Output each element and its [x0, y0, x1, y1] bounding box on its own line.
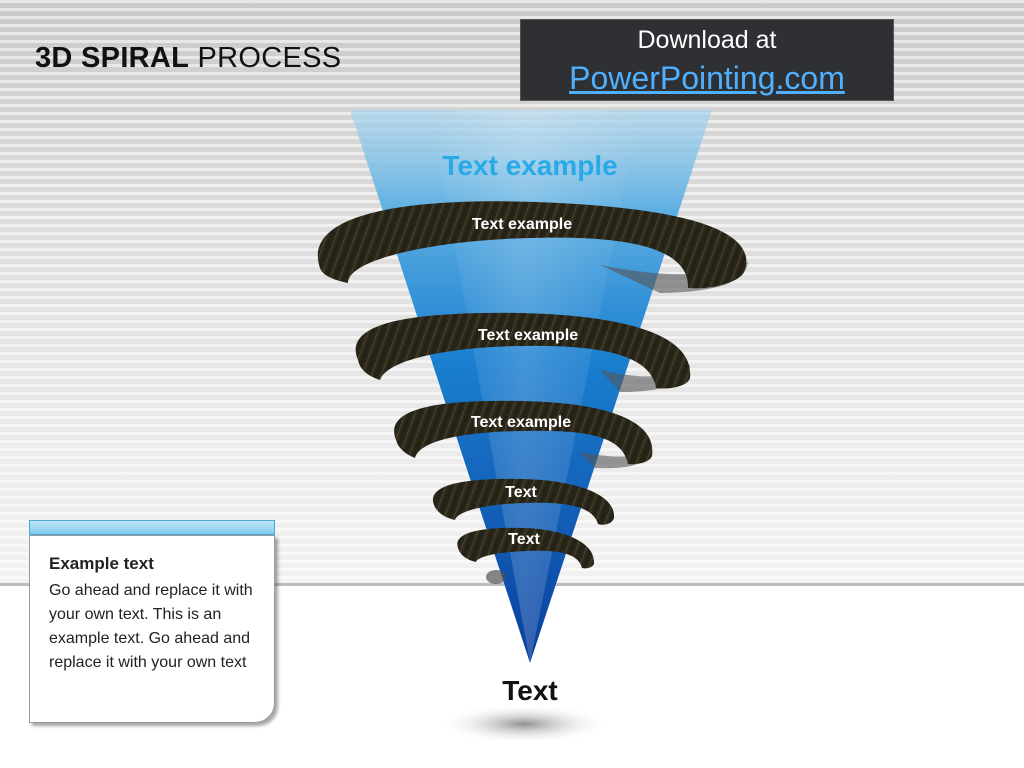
funnel-cone-shine: [430, 110, 640, 663]
floor-shadow: [438, 704, 610, 744]
slide-title-bold: 3D SPIRAL: [35, 42, 190, 74]
slide-title: 3D SPIRAL PROCESS: [35, 42, 341, 75]
band-label-2: Text example: [477, 327, 579, 344]
funnel-bottom-label: Text: [502, 675, 558, 706]
spiral-tip-shadow: [486, 570, 506, 584]
spiral-band-3: [394, 400, 653, 465]
example-text-box: Example text Go ahead and replace it wit…: [29, 520, 275, 723]
band-label-3: Text example: [470, 414, 572, 431]
slide-title-rest: PROCESS: [189, 42, 342, 74]
example-text-box-header: [29, 520, 275, 535]
spiral-band-4: [432, 478, 615, 525]
spiral-band-1: [317, 201, 747, 289]
example-text-title: Example text: [49, 554, 154, 573]
download-text: Download at: [637, 26, 777, 54]
spiral-band-5: [457, 527, 595, 569]
band-label-5: Text: [508, 531, 540, 548]
band-label-1: Text example: [471, 216, 573, 233]
download-link[interactable]: PowerPointing.com: [569, 60, 845, 96]
download-banner: Download at PowerPointing.com: [520, 19, 894, 101]
example-text-body: Go ahead and replace it with your own te…: [49, 582, 253, 671]
funnel-top-label: Text example: [442, 150, 618, 181]
spiral-band-2: [355, 312, 691, 389]
band-label-4: Text: [505, 484, 537, 501]
example-text-box-body: [29, 535, 275, 723]
